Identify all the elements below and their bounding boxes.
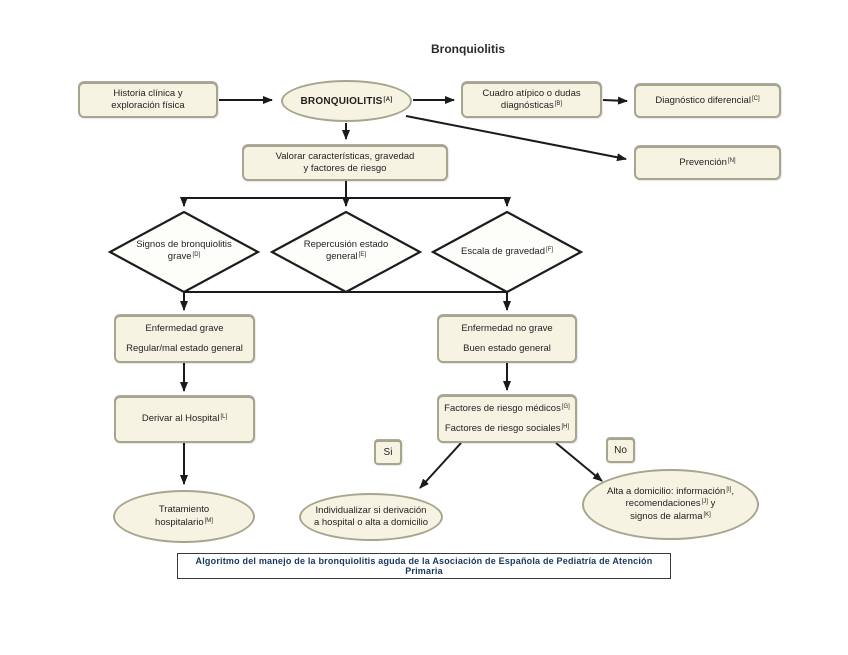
node-diagnostico-diferencial: Diagnóstico diferencial[C]	[634, 84, 781, 118]
node-valorar: Valorar características, gravedad y fact…	[242, 145, 448, 181]
arrow-factores-to-individualizar	[419, 442, 462, 489]
label-no: No	[606, 438, 635, 463]
node-enfermedad-grave: Enfermedad grave Regular/mal estado gene…	[114, 315, 255, 363]
superscript-a: [A]	[383, 96, 393, 103]
superscript-m: [M]	[204, 517, 213, 524]
superscript-l: [L]	[220, 414, 228, 421]
node-label: Diagnóstico diferencial[C]	[655, 94, 760, 106]
node-alta-domicilio: Alta a domicilio: información[I], recome…	[582, 469, 759, 540]
superscript-f: [F]	[545, 247, 553, 253]
diagram-title: Bronquiolitis	[431, 42, 505, 56]
superscript-c: [C]	[751, 95, 760, 102]
decision-diamond-repercusion	[269, 210, 423, 294]
node-label: y factores de riesgo	[303, 163, 387, 174]
node-factores-riesgo: Factores de riesgo médicos[G] Factores d…	[437, 395, 577, 443]
node-bronquiolitis-ellipse: BRONQUIOLITIS[A]	[281, 80, 412, 122]
node-prevencion: Prevención[N]	[634, 146, 781, 180]
node-repercusion-label: Repercusión estado general[E]	[303, 239, 389, 263]
node-label: Cuadro atípico o dudas	[482, 87, 581, 99]
diagram-caption: Algoritmo del manejo de la bronquiolitis…	[177, 553, 671, 579]
node-label: Prevención[N]	[679, 156, 736, 168]
node-label: exploración física	[111, 100, 185, 111]
node-label: Historia clínica y	[113, 87, 183, 99]
node-enfermedad-no-grave: Enfermedad no grave Buen estado general	[437, 315, 577, 363]
node-tratamiento-hospitalario: Tratamiento hospitalario[M]	[113, 490, 255, 543]
node-escala-gravedad-label: Escala de gravedad[F]	[461, 246, 553, 257]
superscript-e: [E]	[358, 252, 367, 259]
decision-diamond-signos-graves	[107, 210, 261, 294]
arrow-cuadro-to-diagnostico	[602, 96, 628, 105]
superscript-d: [D]	[192, 252, 201, 259]
node-cuadro-atipico: Cuadro atípico o dudas diagnósticas[B]	[461, 82, 602, 118]
superscript-i: [I]	[726, 486, 732, 493]
superscript-b: [B]	[554, 101, 563, 107]
superscript-h: [H]	[561, 423, 570, 430]
superscript-g: [G]	[561, 404, 570, 411]
node-individualizar: Individualizar si derivación a hospital …	[299, 493, 443, 541]
node-historia-clinica: Historia clínica y exploración física	[78, 82, 218, 118]
node-label: Valorar características, gravedad	[275, 150, 415, 162]
superscript-k: [K]	[703, 511, 711, 518]
superscript-n: [N]	[727, 157, 736, 164]
superscript-j: [J]	[701, 499, 708, 506]
node-derivar-hospital: Derivar al Hospital[L]	[114, 396, 255, 443]
node-label: diagnósticas[B]	[500, 100, 563, 111]
node-label: BRONQUIOLITIS[A]	[300, 95, 393, 107]
arrow-factores-to-alta	[555, 442, 603, 482]
node-signos-graves-label: Signos de bronquiolitis grave[D]	[136, 239, 232, 263]
arrow-bronquiolitis-to-prevencion	[405, 115, 627, 162]
split-line-valorar	[184, 181, 507, 199]
decision-diamond-escala-gravedad	[430, 210, 584, 294]
label-si: Si	[374, 440, 402, 465]
